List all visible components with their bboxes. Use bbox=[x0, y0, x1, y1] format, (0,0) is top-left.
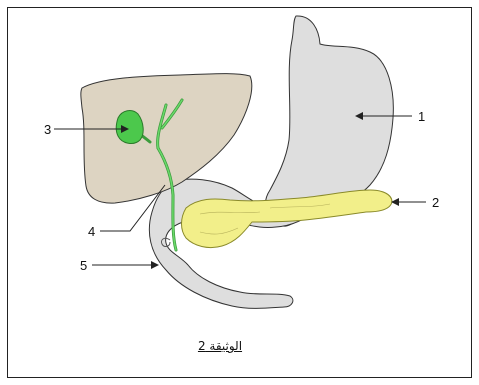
label-5: 5 bbox=[80, 258, 87, 273]
gallbladder-shape bbox=[116, 111, 143, 144]
figure-caption: الوثيقة 2 bbox=[190, 339, 250, 353]
label-3: 3 bbox=[44, 122, 51, 137]
label-2: 2 bbox=[432, 195, 439, 210]
pancreas-shape bbox=[182, 190, 393, 248]
liver-shape bbox=[81, 74, 252, 204]
label-4: 4 bbox=[88, 224, 95, 239]
label-1: 1 bbox=[418, 109, 425, 124]
